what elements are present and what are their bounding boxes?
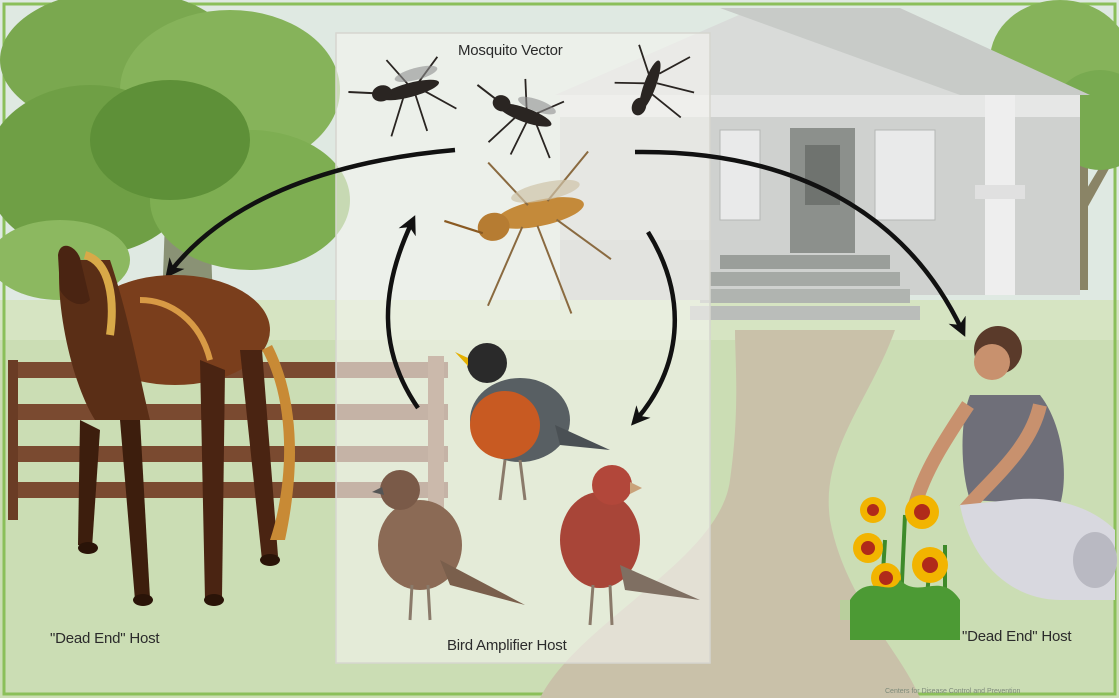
- bird-amplifier-host-label: Bird Amplifier Host: [447, 637, 567, 654]
- mosquito-vector-label: Mosquito Vector: [458, 42, 563, 59]
- left-dead-end-host-label: "Dead End" Host: [50, 630, 159, 647]
- credit-text: Centers for Disease Control and Preventi…: [885, 688, 1020, 695]
- right-dead-end-host-label: "Dead End" Host: [962, 628, 1071, 645]
